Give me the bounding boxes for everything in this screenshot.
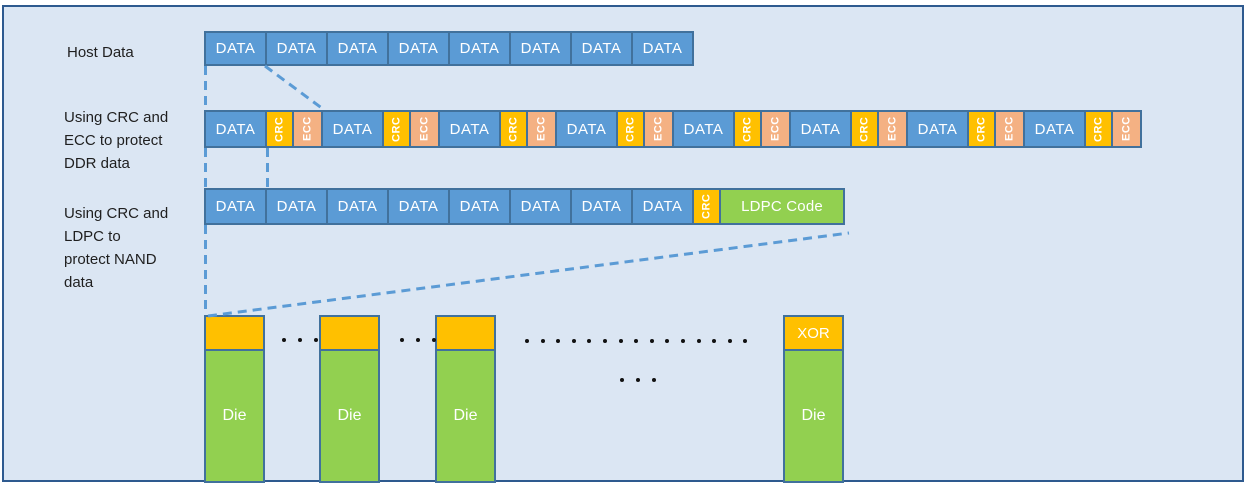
- xor-label: XOR: [785, 317, 842, 351]
- data-block: DATA: [672, 110, 735, 148]
- data-block: DATA: [321, 110, 384, 148]
- die-block: Die: [435, 315, 496, 483]
- data-block: DATA: [448, 188, 511, 225]
- data-block: DATA: [570, 31, 633, 66]
- crc-block: CRC: [967, 110, 996, 148]
- dot: [665, 339, 670, 343]
- ddr-protection-label: Using CRC and ECC to protect DDR data: [64, 109, 169, 172]
- dot: [432, 338, 436, 342]
- dashed-connector-ldpc-to-die: [207, 231, 850, 318]
- crc-block: CRC: [382, 110, 411, 148]
- ecc-block: ECC: [643, 110, 674, 148]
- xor-die-block: XOR Die: [783, 315, 844, 483]
- crc-block: CRC: [499, 110, 528, 148]
- crc-block: CRC: [692, 188, 721, 225]
- ellipsis-dots-long: [525, 339, 748, 343]
- data-block: DATA: [265, 188, 328, 225]
- die-block: Die: [204, 315, 265, 483]
- die-label: Die: [453, 407, 478, 424]
- data-block: DATA: [509, 31, 572, 66]
- crc-block: CRC: [616, 110, 645, 148]
- ecc-block: ECC: [292, 110, 323, 148]
- ellipsis-dots: [282, 338, 318, 342]
- ecc-block: ECC: [409, 110, 440, 148]
- die-block: Die: [319, 315, 380, 483]
- dot: [618, 339, 623, 343]
- data-block: DATA: [570, 188, 633, 225]
- ecc-block: ECC: [526, 110, 557, 148]
- dot: [556, 339, 561, 343]
- data-block: DATA: [906, 110, 969, 148]
- dot: [400, 338, 404, 342]
- dot: [416, 338, 420, 342]
- dot: [587, 339, 592, 343]
- die-label: Die: [801, 407, 826, 424]
- dot: [680, 339, 685, 343]
- dot: [525, 339, 529, 343]
- host-data-label: Host Data: [67, 44, 134, 61]
- dot: [282, 338, 286, 342]
- ellipsis-dots-lower: [620, 378, 656, 382]
- data-block: DATA: [448, 31, 511, 66]
- data-block: DATA: [387, 31, 450, 66]
- dot: [727, 339, 732, 343]
- data-block: DATA: [326, 188, 389, 225]
- data-block: DATA: [509, 188, 572, 225]
- dot: [602, 339, 607, 343]
- ldpc-code-block: LDPC Code: [719, 188, 845, 225]
- data-block: DATA: [204, 188, 267, 225]
- crc-block: CRC: [850, 110, 879, 148]
- die-top-band: [321, 317, 378, 351]
- ecc-block: ECC: [994, 110, 1025, 148]
- ecc-block: ECC: [877, 110, 908, 148]
- data-block: DATA: [326, 31, 389, 66]
- die-top-band: [206, 317, 263, 351]
- dot: [540, 339, 545, 343]
- crc-block: CRC: [1084, 110, 1113, 148]
- data-block: DATA: [204, 31, 267, 66]
- dot: [712, 339, 717, 343]
- data-block: DATA: [387, 188, 450, 225]
- dot: [649, 339, 654, 343]
- ellipsis-dots: [400, 338, 436, 342]
- dot: [652, 378, 656, 382]
- crc-block: CRC: [265, 110, 294, 148]
- dot: [620, 378, 624, 382]
- dashed-connector-host-diag: [264, 64, 324, 111]
- die-label: Die: [337, 407, 362, 424]
- dot: [636, 378, 640, 382]
- die-top-band: [437, 317, 494, 351]
- data-block: DATA: [631, 31, 694, 66]
- diagram-canvas: Host Data Using CRC and ECC to protect D…: [2, 5, 1244, 483]
- crc-block: CRC: [733, 110, 762, 148]
- data-block: DATA: [631, 188, 694, 225]
- dot: [314, 338, 318, 342]
- connector-overlay: [204, 64, 850, 318]
- dot: [298, 338, 302, 342]
- ecc-block: ECC: [760, 110, 791, 148]
- die-label: Die: [222, 407, 247, 424]
- data-block: DATA: [555, 110, 618, 148]
- dot: [696, 339, 701, 343]
- dot: [634, 339, 639, 343]
- data-block: DATA: [204, 110, 267, 148]
- data-block: DATA: [265, 31, 328, 66]
- dot: [743, 339, 748, 343]
- nand-protection-label: Using CRC and LDPC to protect NAND data: [64, 205, 169, 291]
- ecc-block: ECC: [1111, 110, 1142, 148]
- data-block: DATA: [438, 110, 501, 148]
- dot: [571, 339, 576, 343]
- data-block: DATA: [789, 110, 852, 148]
- data-block: DATA: [1023, 110, 1086, 148]
